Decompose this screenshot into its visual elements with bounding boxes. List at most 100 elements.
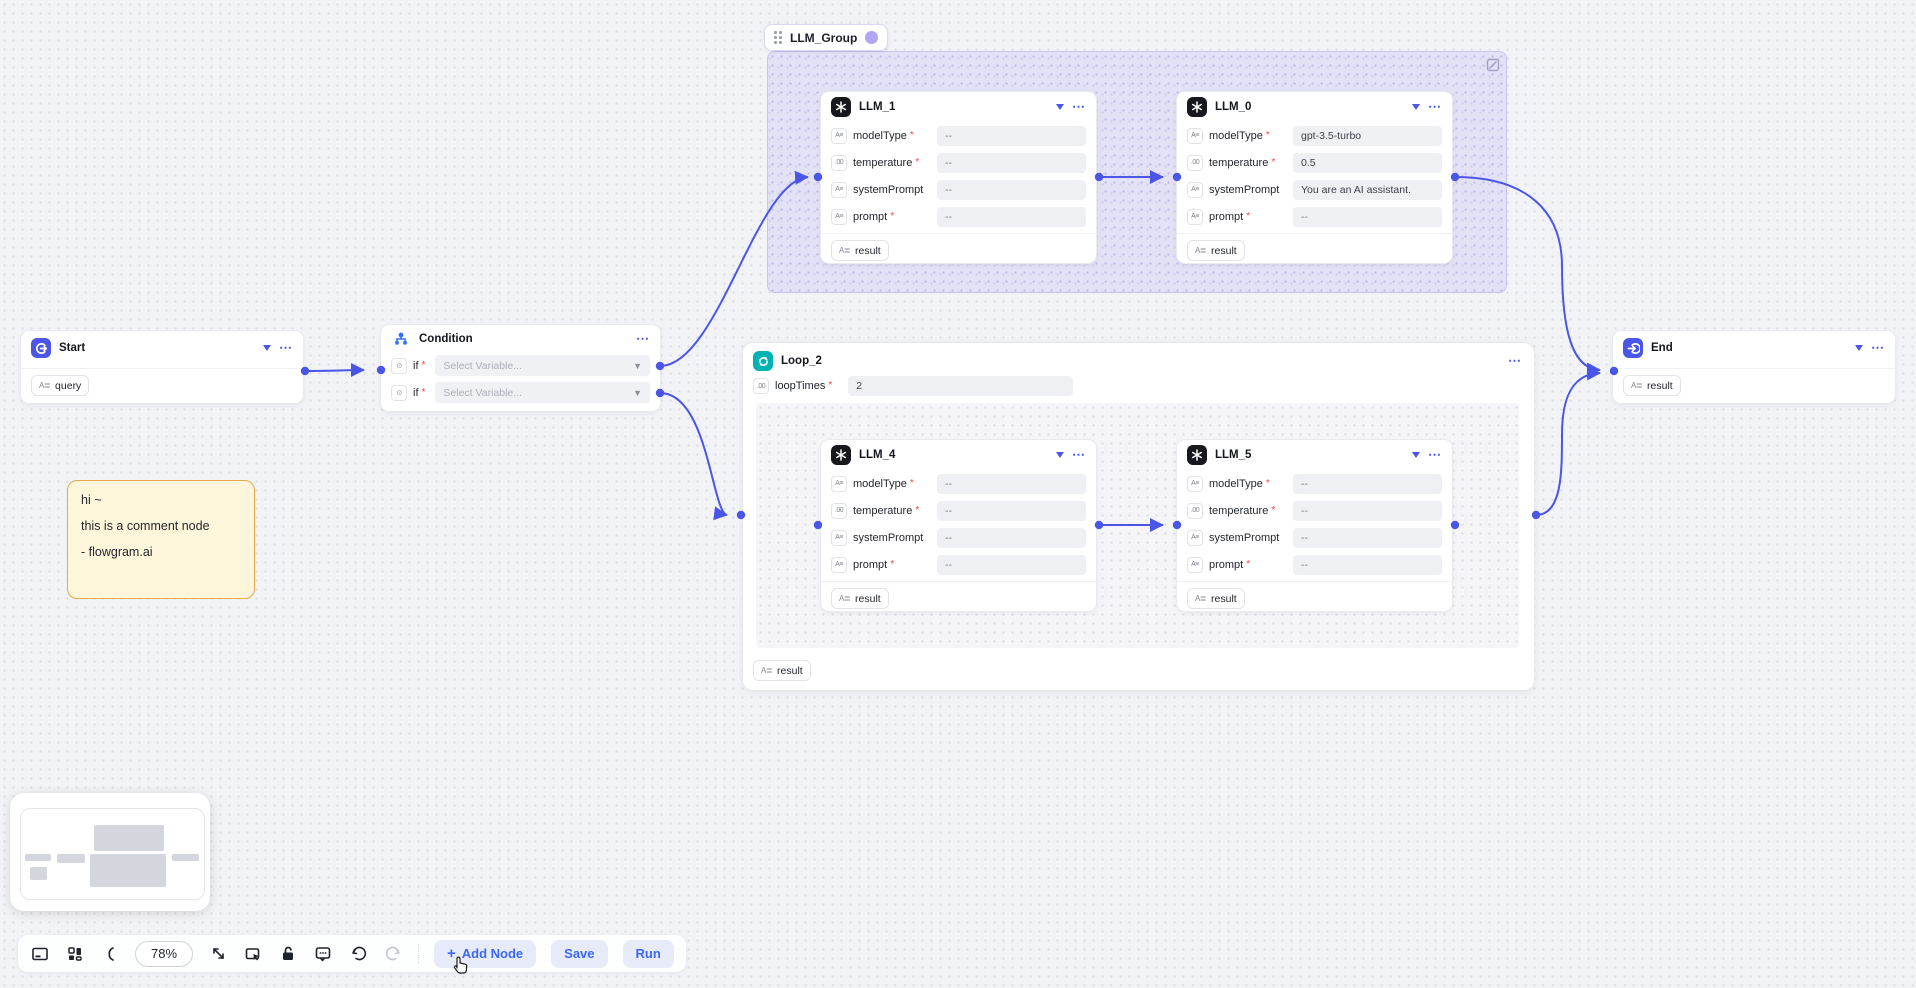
string-type-icon: A≡ (1187, 556, 1203, 573)
collapse-triangle-icon[interactable] (263, 345, 271, 351)
comment-line: hi ~ (81, 493, 102, 507)
field-label: temperature (1209, 505, 1275, 517)
collapse-triangle-icon[interactable] (1056, 452, 1064, 458)
zoom-level[interactable]: 78% (135, 940, 193, 967)
node-title: End (1651, 342, 1673, 354)
collapse-triangle-icon[interactable] (1412, 104, 1420, 110)
prompt-input[interactable]: -- (1293, 554, 1442, 575)
node-end[interactable]: End ⋯ A≣ result (1613, 331, 1895, 403)
field-label: loopTimes (775, 380, 832, 392)
node-condition[interactable]: Condition ⋯ ⊙ if Select Variable... ▼ ⊙ … (381, 325, 660, 411)
modelType-input[interactable]: -- (937, 473, 1086, 494)
redo-icon[interactable] (383, 944, 403, 964)
collapse-triangle-icon[interactable] (1412, 452, 1420, 458)
result-tag: A≣result (1187, 240, 1245, 261)
llm-icon (1187, 97, 1207, 117)
more-menu-icon[interactable]: ⋯ (1072, 99, 1086, 114)
node-title: LLM_1 (859, 101, 896, 113)
collapse-triangle-icon[interactable] (1855, 345, 1863, 351)
prompt-input[interactable]: -- (937, 554, 1086, 575)
more-menu-icon[interactable]: ⋯ (1871, 340, 1885, 355)
drag-handle-icon[interactable] (774, 31, 782, 44)
comment-tool-icon[interactable] (313, 944, 333, 964)
minimap-loop-block (90, 854, 166, 887)
field-label: temperature (853, 157, 919, 169)
condition-icon (391, 329, 411, 349)
string-type-icon: A≡ (1187, 475, 1203, 492)
systemPrompt-input[interactable]: You are an AI assistant. (1293, 179, 1442, 200)
group-title: LLM_Group (790, 30, 858, 45)
field-label: modelType (1209, 130, 1270, 142)
string-type-icon: A≡ (831, 127, 847, 144)
edge-condition-loop (659, 392, 728, 521)
fit-view-icon[interactable] (100, 944, 120, 964)
result-tag: A≣result (831, 240, 889, 261)
node-start[interactable]: Start ⋯ A≣ query (21, 331, 303, 403)
minimap[interactable] (10, 793, 210, 911)
field-label: temperature (853, 505, 919, 517)
if-label: if (413, 387, 425, 399)
undo-icon[interactable] (348, 944, 368, 964)
llm-icon (831, 97, 851, 117)
more-menu-icon[interactable]: ⋯ (1072, 447, 1086, 462)
variable-select[interactable]: Select Variable... ▼ (435, 355, 650, 376)
modelType-input[interactable]: -- (937, 125, 1086, 146)
loop-times-input[interactable]: 2 (848, 376, 1074, 396)
modelType-input[interactable]: gpt-3.5-turbo (1293, 125, 1442, 146)
interactive-grid-icon[interactable] (65, 944, 85, 964)
result-type-icon: A≣ (39, 381, 51, 390)
more-menu-icon[interactable]: ⋯ (1428, 447, 1442, 462)
node-title: Condition (419, 332, 473, 345)
lock-icon[interactable] (278, 944, 298, 964)
number-type-icon: .00 (1187, 154, 1203, 171)
result-type-icon: A≣ (839, 246, 851, 255)
systemPrompt-input[interactable]: -- (937, 527, 1086, 548)
field-label: prompt (1209, 559, 1250, 571)
collapse-triangle-icon[interactable] (1056, 104, 1064, 110)
group-color-dot[interactable] (865, 31, 879, 44)
toolbar-divider (418, 943, 419, 964)
llm-icon (831, 445, 851, 465)
edge-loop-end (1535, 366, 1601, 516)
temperature-input[interactable]: -- (937, 152, 1086, 173)
field-label: prompt (853, 559, 894, 571)
more-menu-icon[interactable]: ⋯ (1508, 353, 1522, 368)
more-menu-icon[interactable]: ⋯ (636, 330, 650, 346)
save-button[interactable]: Save (551, 939, 608, 968)
expand-icon[interactable] (208, 944, 228, 964)
node-llm-0[interactable]: LLM_0 ⋯ A≡modelTypegpt-3.5-turbo .00temp… (1177, 92, 1452, 263)
field-label: modelType (1209, 478, 1270, 490)
systemPrompt-input[interactable]: -- (1293, 527, 1442, 548)
select-tool-icon[interactable] (243, 944, 263, 964)
string-type-icon: A≡ (831, 208, 847, 225)
plus-icon: + (447, 945, 456, 962)
more-menu-icon[interactable]: ⋯ (279, 340, 293, 355)
string-type-icon: A≡ (1187, 529, 1203, 546)
add-node-button[interactable]: + Add Node (434, 939, 537, 968)
ungroup-icon[interactable] (1486, 58, 1500, 72)
run-button[interactable]: Run (622, 939, 674, 968)
if-label: if (413, 360, 425, 372)
llm-group-header[interactable]: LLM_Group (764, 24, 889, 51)
variable-select[interactable]: Select Variable... ▼ (435, 382, 650, 403)
temperature-input[interactable]: -- (937, 500, 1086, 521)
string-type-icon: A≡ (831, 475, 847, 492)
prompt-input[interactable]: -- (1293, 206, 1442, 227)
condition-row-icon: ⊙ (391, 384, 407, 401)
loop-icon (753, 351, 773, 371)
result-type-icon: A≣ (1195, 246, 1207, 255)
temperature-input[interactable]: 0.5 (1293, 152, 1442, 173)
result-tag: A≣result (831, 588, 889, 609)
modelType-input[interactable]: -- (1293, 473, 1442, 494)
temperature-input[interactable]: -- (1293, 500, 1442, 521)
minimap-toggle-icon[interactable] (30, 944, 50, 964)
more-menu-icon[interactable]: ⋯ (1428, 99, 1442, 114)
systemPrompt-input[interactable]: -- (937, 179, 1086, 200)
comment-node[interactable]: hi ~ this is a comment node - flowgram.a… (67, 480, 255, 599)
prompt-input[interactable]: -- (937, 206, 1086, 227)
bottom-toolbar: 78% + Add Node Save Run (18, 935, 686, 972)
